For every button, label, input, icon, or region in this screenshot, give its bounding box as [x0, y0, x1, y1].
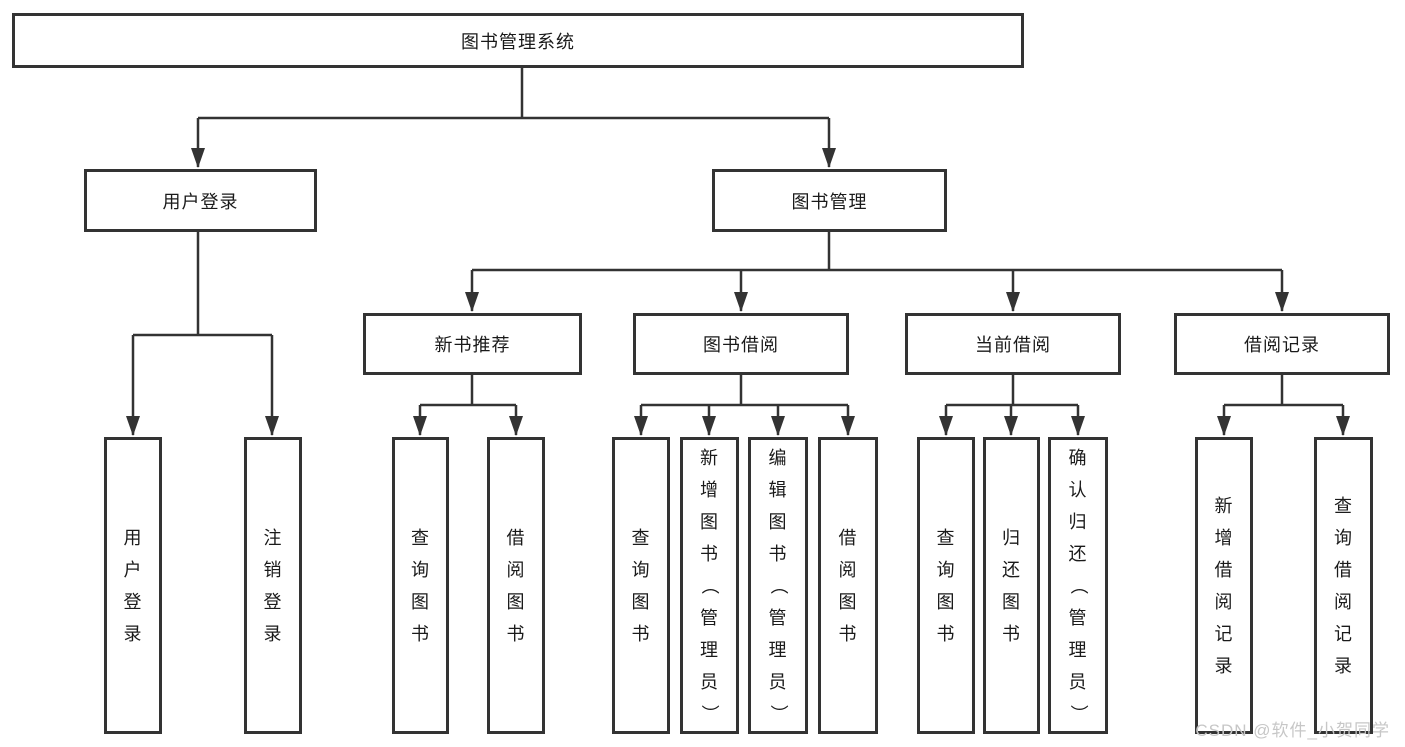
- node-root: 图书管理系统: [12, 13, 1024, 68]
- leaf-add-book-admin: 新增图书（管理员）: [680, 437, 739, 734]
- node-borrow-records: 借阅记录: [1174, 313, 1390, 375]
- leaf-borrow-books-1: 借阅图书: [487, 437, 545, 734]
- leaf-label: 确认归还（管理员）: [1068, 447, 1088, 724]
- node-book-borrow: 图书借阅: [633, 313, 849, 375]
- leaf-label: 编辑图书（管理员）: [768, 447, 788, 724]
- leaf-user-login: 用户登录: [104, 437, 162, 734]
- node-book-management: 图书管理: [712, 169, 947, 232]
- leaf-query-books-1: 查询图书: [392, 437, 449, 734]
- leaf-label: 查询图书: [936, 527, 956, 644]
- leaf-label: 用户登录: [123, 527, 143, 644]
- leaf-label: 新增图书（管理员）: [699, 447, 720, 724]
- node-current-borrow: 当前借阅: [905, 313, 1121, 375]
- leaf-label: 查询借阅记录: [1334, 495, 1353, 676]
- leaf-query-books-2: 查询图书: [612, 437, 670, 734]
- leaf-query-books-3: 查询图书: [917, 437, 975, 734]
- leaf-label: 新增借阅记录: [1214, 495, 1234, 676]
- node-user-login: 用户登录: [84, 169, 317, 232]
- leaf-logout: 注销登录: [244, 437, 302, 734]
- leaf-borrow-books-2: 借阅图书: [818, 437, 878, 734]
- watermark: CSDN @软件_小贺同学: [1195, 721, 1390, 740]
- node-new-book-recommend: 新书推荐: [363, 313, 582, 375]
- leaf-label: 归还图书: [1002, 527, 1021, 644]
- leaf-label: 借阅图书: [838, 527, 858, 644]
- leaf-label: 查询图书: [411, 527, 430, 644]
- leaf-confirm-return-admin: 确认归还（管理员）: [1048, 437, 1108, 734]
- leaf-query-borrow-record: 查询借阅记录: [1314, 437, 1373, 734]
- leaf-label: 查询图书: [631, 527, 651, 644]
- leaf-add-borrow-record: 新增借阅记录: [1195, 437, 1253, 734]
- leaf-label: 注销登录: [263, 527, 283, 644]
- leaf-return-book: 归还图书: [983, 437, 1040, 734]
- leaf-label: 借阅图书: [506, 527, 526, 644]
- leaf-edit-book-admin: 编辑图书（管理员）: [748, 437, 808, 734]
